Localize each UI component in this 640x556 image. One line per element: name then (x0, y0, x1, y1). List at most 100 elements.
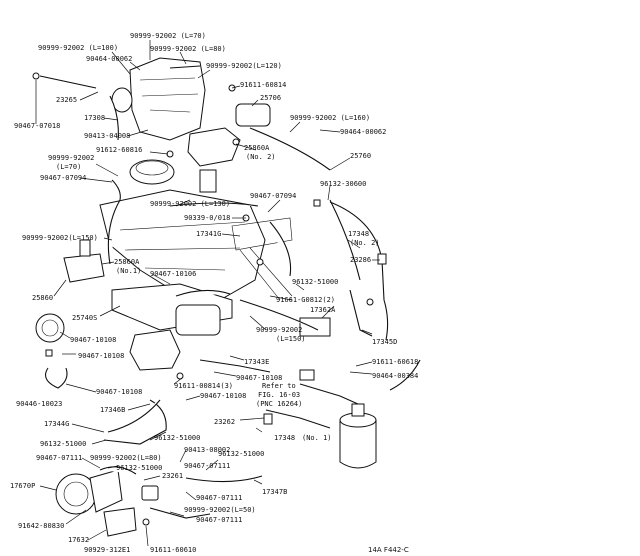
vacuum-hoses (39, 65, 421, 519)
label-l49: 90446-10023 (16, 400, 62, 408)
leader-l27 (347, 239, 361, 249)
leader-l06 (231, 85, 241, 89)
label-l76: 91611-60610 (150, 546, 196, 554)
label-l18: (L=70) (56, 163, 81, 171)
leader-l26 (221, 233, 241, 237)
leader-l21 (327, 185, 331, 201)
leader-l60 (149, 431, 167, 441)
label-l42: 90467-10108 (78, 352, 124, 360)
leader-l67 (143, 475, 161, 481)
label-l40: 17345D (372, 338, 397, 346)
hose-l150-b (239, 299, 319, 331)
leader-l69 (253, 479, 263, 485)
label-l60: 96132-51000 (154, 434, 200, 442)
label-l22: 90467-07094 (250, 192, 296, 200)
leader-l13 (127, 129, 149, 137)
bracket-17632 (103, 507, 137, 537)
label-l44: 91611-60618 (372, 358, 418, 366)
hose-17344g (107, 399, 161, 433)
label-l58: (No. 1) (302, 434, 332, 442)
leader-l59 (91, 439, 107, 445)
label-l20: 25760 (350, 152, 371, 160)
leader-l48 (173, 377, 183, 385)
leader-l43 (229, 355, 245, 361)
leader-l62 (81, 457, 101, 469)
label-l23: 90999-92002 (L=130) (150, 200, 230, 208)
label-l06: 91611-60814 (240, 81, 286, 89)
label-l11: 90999-92002 (L=160) (290, 114, 370, 122)
clip-08 (176, 372, 184, 380)
clip-09 (142, 518, 150, 526)
intake-assembly (129, 57, 206, 141)
air-pump-inner (63, 481, 89, 507)
leader-lines (35, 40, 380, 547)
hose-17308 (109, 95, 119, 141)
hose-l70 (111, 179, 121, 201)
leader-l37 (321, 305, 335, 319)
leader-l72 (169, 511, 185, 517)
vacuum-diaphragm (129, 159, 175, 185)
hose-17346b (103, 399, 167, 445)
leader-l08 (251, 99, 259, 107)
label-l30: 25860A (114, 258, 140, 266)
actuator-25860 (35, 313, 65, 343)
clip-10 (45, 349, 53, 357)
engine-block-detail (119, 221, 246, 271)
leader-l68 (39, 485, 57, 491)
hose-egr (175, 289, 231, 297)
leader-l50 (65, 383, 97, 393)
label-l39: (L=150) (276, 335, 306, 343)
label-l53: (PNC 16264) (256, 400, 302, 408)
label-l52: FIG. 16-03 (258, 391, 300, 399)
hose-17341g (269, 221, 292, 277)
hose-l160 (249, 127, 331, 171)
label-l17: 90999-92002 (48, 154, 94, 162)
leader-l46 (213, 371, 237, 377)
label-l64: 96132-51000 (116, 464, 162, 472)
label-l07: 23265 (56, 96, 77, 104)
label-l48: 91611-00814(3) (174, 382, 233, 390)
leader-l12 (319, 129, 341, 133)
leader-l04 (129, 61, 141, 71)
leader-l30 (101, 261, 115, 265)
hose-l80-b (99, 466, 137, 475)
label-l38: 90999-92002 (256, 326, 302, 334)
clip-01 (32, 72, 40, 80)
label-l28: (No. 2) (350, 239, 380, 247)
label-l56: 17344G (44, 420, 69, 428)
vsv-connector (199, 169, 217, 193)
label-l31: (No.1) (116, 267, 141, 275)
label-l03: 90999-92002 (L=80) (150, 45, 226, 53)
label-l02: 90999-92002 (L=100) (38, 44, 118, 52)
leader-l07 (79, 91, 99, 101)
label-l57: 17348 (274, 434, 295, 442)
fitting-23262 (263, 413, 273, 425)
label-l63: 90999-92002(L=80) (90, 454, 162, 462)
label-l50: 90467-10108 (96, 388, 142, 396)
label-l33: 96132-51000 (292, 278, 338, 286)
clamp-23261 (141, 485, 159, 501)
leader-l03 (179, 51, 187, 65)
leader-l17 (95, 163, 119, 177)
hose-l150 (107, 199, 121, 265)
diaphragm-top (135, 160, 169, 176)
leader-l64 (107, 465, 119, 469)
label-l43: 17343E (244, 358, 269, 366)
leader-l65 (205, 459, 219, 471)
leader-l19 (79, 177, 113, 183)
hose-17348-no1 (265, 409, 331, 429)
hose-top-left-inner (39, 75, 97, 89)
label-l05: 90999-92002(L=120) (206, 62, 282, 70)
label-l61: 90413-08002 (184, 446, 230, 454)
hose-canister (299, 383, 359, 405)
leader-l38 (249, 315, 267, 331)
leader-l33 (295, 283, 305, 291)
leader-l10 (103, 117, 119, 121)
label-l62: 90467-07111 (36, 454, 82, 462)
leader-l44 (355, 361, 373, 367)
label-l71: 90467-07111 (196, 516, 242, 524)
hose-l80 (169, 65, 201, 69)
label-l70: 90467-07111 (196, 494, 242, 502)
pipe-lines (239, 247, 293, 301)
label-l36: 25740S (72, 314, 97, 322)
